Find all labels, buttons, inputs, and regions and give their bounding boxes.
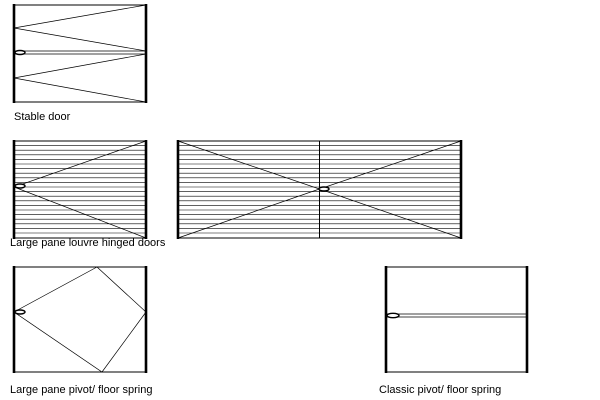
large-pane-pivot-label: Large pane pivot/ floor spring: [10, 384, 152, 396]
stable-door-handle-icon: [14, 49, 26, 56]
louvre-pair-handle-icon: [318, 186, 330, 192]
louvre-single-slats: [15, 145, 145, 234]
pivot-door-pane-outline: [13, 266, 147, 373]
classic-pivot-elevation: [384, 266, 529, 373]
stable-door-lower-swing-lines: [13, 53, 147, 103]
pivot-door-handle-icon: [14, 309, 26, 315]
louvre-pair-left-leaf-swing-lines: [177, 140, 321, 239]
louvre-single-swing-lines: [12, 140, 147, 239]
louvre-single-handle-icon: [14, 183, 26, 189]
louvre-pair-slats: [179, 145, 460, 234]
louvre-pair-right-leaf-swing-lines: [318, 140, 462, 239]
stable-door-elevation: [12, 4, 148, 103]
classic-pivot-label: Classic pivot/ floor spring: [379, 384, 501, 396]
louvre-doors-label: Large pane louvre hinged doors: [10, 237, 166, 249]
stable-door-upper-swing-lines: [13, 4, 147, 52]
louvre-door-pair-elevation: [176, 140, 463, 239]
louvre-door-single-elevation: [12, 140, 148, 239]
stable-door-label: Stable door: [14, 111, 71, 123]
classic-pivot-handle-icon: [386, 312, 400, 319]
large-pane-pivot-elevation: [12, 266, 148, 373]
